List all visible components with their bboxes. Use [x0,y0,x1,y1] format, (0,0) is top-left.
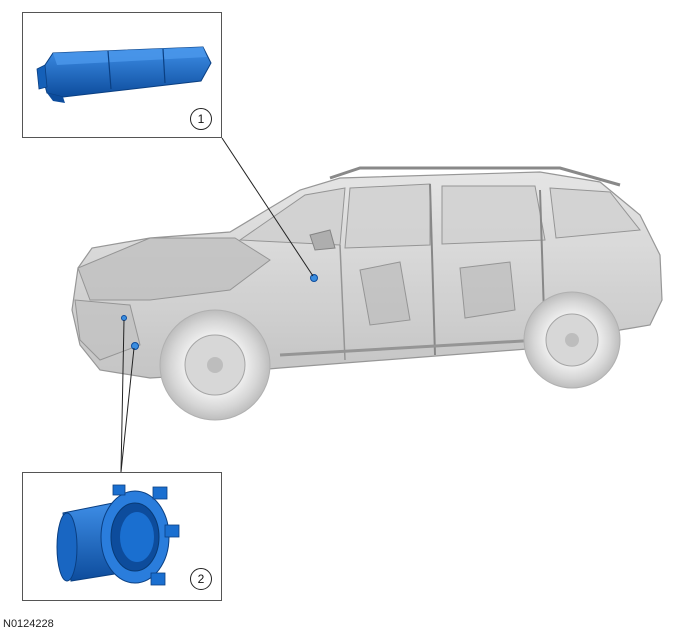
component-2-location-marker-upper [121,315,127,321]
leader-line-1 [221,137,314,277]
figure-id: N0124228 [3,618,54,630]
callout-box-1: 1 [22,12,222,138]
callout-number-2: 2 [190,568,212,590]
front-wheel [159,309,271,421]
callout-box-2: 2 [22,472,222,601]
component-1-module-image [36,46,212,103]
rear-wheel [523,291,621,389]
leader-line-2b [120,347,135,473]
component-2-location-marker-lower [131,342,139,350]
callout-number-1: 1 [190,108,212,130]
component-2-connector-image [56,484,180,586]
component-1-location-marker [310,274,318,282]
leader-line-2a [120,319,125,473]
